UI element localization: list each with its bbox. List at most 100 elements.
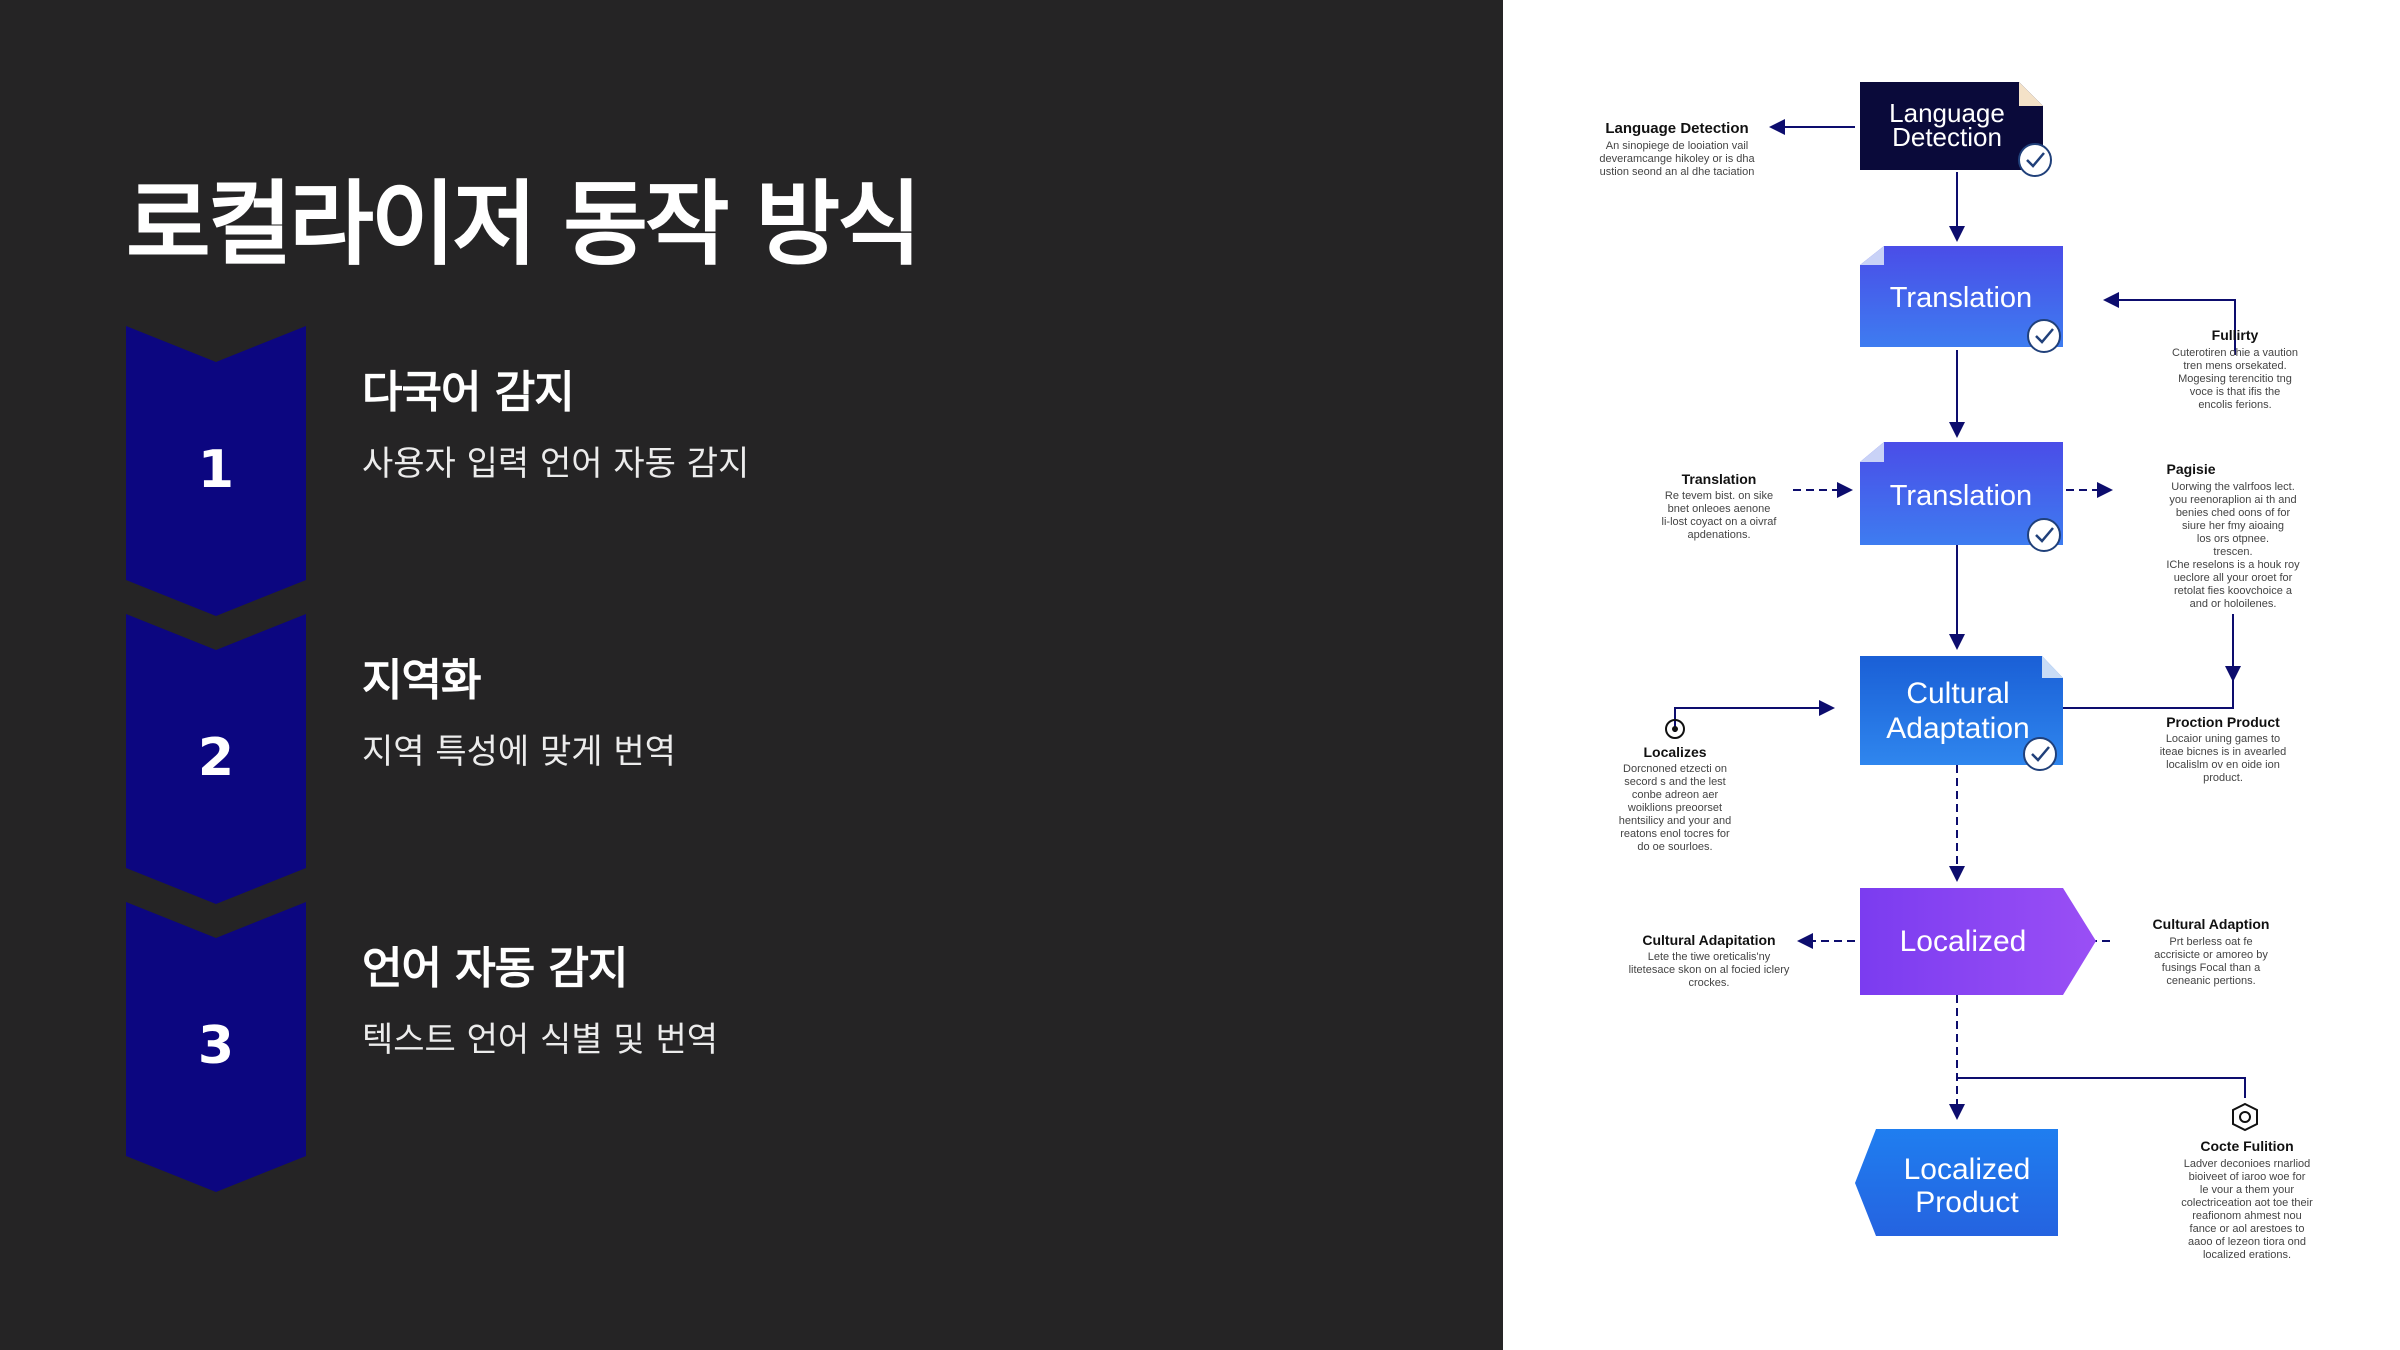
step-description: 지역 특성에 맞게 번역 bbox=[362, 732, 676, 772]
annotation-line: localislm ov en oide ion bbox=[2166, 759, 2280, 771]
left-panel: 로컬라이저 동작 방식 1 다국어 감지 사용자 입력 언어 자동 감지 2 지… bbox=[0, 171, 1400, 1192]
chevron-shape bbox=[126, 614, 306, 904]
annotation-line: localized erations. bbox=[2203, 1249, 2291, 1261]
step-number: 3 bbox=[197, 1016, 235, 1076]
annotation-pagisie: Pagisie Uorwing the valrfoos lect. you r… bbox=[2166, 461, 2300, 610]
check-icon bbox=[2023, 737, 2057, 771]
step-heading: 지역화 bbox=[362, 655, 481, 706]
annotation-line: bnet onleoes aenone bbox=[1668, 503, 1771, 515]
page-title: 로컬라이저 동작 방식 bbox=[126, 171, 922, 278]
annotation-proction-product: Proction Product Locaior uning games to … bbox=[2160, 714, 2287, 784]
step-number: 1 bbox=[197, 440, 235, 500]
node-label: Language bbox=[1889, 98, 2005, 128]
annotation-line: secord s and the lest bbox=[1624, 776, 1726, 788]
annotation-line: do oe sourloes. bbox=[1637, 841, 1712, 853]
step-description: 사용자 입력 언어 자동 감지 bbox=[362, 444, 750, 484]
annotation-line: aaoo of lezeon tiora ond bbox=[2188, 1236, 2306, 1248]
connector-line bbox=[2055, 614, 2234, 709]
node-label: Adaptation bbox=[1886, 712, 2029, 745]
flowchart-panel: Language Detection Translation bbox=[1503, 0, 2400, 1350]
step-1: 1 다국어 감지 사용자 입력 언어 자동 감지 bbox=[0, 326, 1400, 616]
annotation-line: Lete the tiwe oreticalis'ny bbox=[1648, 951, 1771, 963]
annotation-cultural-adaptation-left: Cultural Adapitation Lete the tiwe oreti… bbox=[1629, 932, 1790, 989]
annotation-title: Localizes bbox=[1643, 744, 1706, 760]
check-icon bbox=[2027, 518, 2061, 552]
annotation-line: apdenations. bbox=[1688, 529, 1751, 541]
chevron-shape bbox=[126, 326, 306, 616]
annotation-language-detection: Language Detection An sinopiege de looia… bbox=[1599, 120, 1755, 178]
node-cultural-adaptation: Cultural Adaptation bbox=[1860, 656, 2063, 771]
chevron-shape bbox=[126, 902, 306, 1192]
step-number: 2 bbox=[197, 728, 235, 788]
step-heading: 언어 자동 감지 bbox=[362, 943, 629, 994]
connectors bbox=[1674, 119, 2246, 1120]
annotation-title: Cultural Adaption bbox=[2153, 916, 2270, 932]
flowchart-diagram: Language Detection Translation bbox=[1599, 82, 2313, 1261]
step-3: 3 언어 자동 감지 텍스트 언어 식별 및 번역 bbox=[0, 902, 1400, 1192]
annotation-fullirty: Fullirty Cuterotiren ohie a vaution tren… bbox=[2172, 327, 2298, 411]
annotation-cocte-fulition: Cocte Fulition Ladver deconioes rnarliod… bbox=[2181, 1138, 2313, 1261]
annotation-localizes: Localizes Dorcnoned etzecti on secord s … bbox=[1619, 744, 1732, 853]
annotation-translation: Translation Re tevem bist. on sike bnet … bbox=[1662, 471, 1778, 541]
hexagon-icon bbox=[2232, 1102, 2258, 1132]
annotation-line: benies ched oons of for bbox=[2176, 507, 2291, 519]
node-label: Localized bbox=[1900, 925, 2027, 958]
annotation-line: voce is that ifis the bbox=[2190, 386, 2281, 398]
annotation-cultural-adaption-right: Cultural Adaption Prt berless oat fe acc… bbox=[2153, 916, 2270, 987]
annotation-title: Proction Product bbox=[2166, 714, 2280, 730]
annotation-line: iteae bicnes is in avearled bbox=[2160, 746, 2287, 758]
node-label: Detection bbox=[1892, 122, 2002, 152]
annotation-title: Translation bbox=[1682, 471, 1757, 487]
annotation-title: Cocte Fulition bbox=[2200, 1138, 2293, 1154]
annotation-title: Fullirty bbox=[2212, 327, 2259, 343]
annotation-line: ueclore all your oroet for bbox=[2174, 572, 2293, 584]
annotation-line: Locaior uning games to bbox=[2166, 733, 2280, 745]
annotation-line: ustion seond an al dhe taciation bbox=[1600, 166, 1755, 178]
connector-line bbox=[1957, 1077, 2246, 1098]
node-label: Localized bbox=[1904, 1153, 2031, 1186]
annotation-line: fance or aol arestoes to bbox=[2190, 1223, 2305, 1235]
step-2: 2 지역화 지역 특성에 맞게 번역 bbox=[0, 614, 1400, 904]
annotation-title: Language Detection bbox=[1605, 120, 1748, 137]
annotation-line: los ors otpnee. bbox=[2197, 533, 2269, 545]
annotation-line: crockes. bbox=[1689, 977, 1730, 989]
annotation-title: Pagisie bbox=[2166, 461, 2215, 477]
check-icon bbox=[2018, 143, 2052, 177]
node-translation-1: Translation bbox=[1860, 246, 2063, 353]
annotation-line: An sinopiege de looiation vail bbox=[1606, 140, 1749, 152]
node-label: Product bbox=[1915, 1186, 2019, 1219]
annotation-line: encolis ferions. bbox=[2198, 399, 2271, 411]
annotation-line: reafionom ahmest nou bbox=[2192, 1210, 2301, 1222]
annotation-line: conbe adreon aer bbox=[1632, 789, 1719, 801]
target-icon bbox=[1665, 719, 1685, 739]
annotation-line: retolat fies koovchoice a bbox=[2174, 585, 2293, 597]
annotation-line: Mogesing terencitio tng bbox=[2178, 373, 2292, 385]
annotation-line: deveramcange hikoley or is dha bbox=[1599, 153, 1755, 165]
annotation-line: Prt berless oat fe bbox=[2169, 936, 2252, 948]
annotation-line: you reenoraplion ai th and bbox=[2169, 494, 2296, 506]
node-label: Cultural bbox=[1906, 677, 2009, 710]
annotation-line: and or holoilenes. bbox=[2190, 598, 2277, 610]
annotation-line: Uorwing the valrfoos lect. bbox=[2171, 481, 2295, 493]
node-label: Translation bbox=[1890, 480, 2032, 512]
node-language-detection: Language Detection bbox=[1860, 82, 2052, 177]
annotation-line: bioiveet of iaroo woe for bbox=[2189, 1171, 2306, 1183]
node-localized-product: Localized Product bbox=[1855, 1129, 2058, 1236]
annotation-line: Ladver deconioes rnarliod bbox=[2184, 1158, 2311, 1170]
annotation-line: IChe reselons is a houk roy bbox=[2166, 559, 2300, 571]
annotation-line: Cuterotiren ohie a vaution bbox=[2172, 347, 2298, 359]
annotation-line: le vour a them your bbox=[2200, 1184, 2294, 1196]
annotation-line: fusings Focal than a bbox=[2162, 962, 2261, 974]
connector-line bbox=[2103, 292, 2236, 355]
node-label: Translation bbox=[1890, 282, 2032, 314]
annotation-line: accrisicte or amoreo by bbox=[2154, 949, 2268, 961]
check-icon bbox=[2027, 319, 2061, 353]
annotation-line: product. bbox=[2203, 772, 2243, 784]
annotation-line: colectriceation aot toe their bbox=[2181, 1197, 2313, 1209]
node-localized: Localized bbox=[1860, 888, 2096, 995]
annotation-line: Re tevem bist. on sike bbox=[1665, 490, 1773, 502]
connector-line bbox=[1674, 700, 1835, 732]
annotation-line: hentsilicy and your and bbox=[1619, 815, 1732, 827]
annotation-line: trescen. bbox=[2213, 546, 2252, 558]
